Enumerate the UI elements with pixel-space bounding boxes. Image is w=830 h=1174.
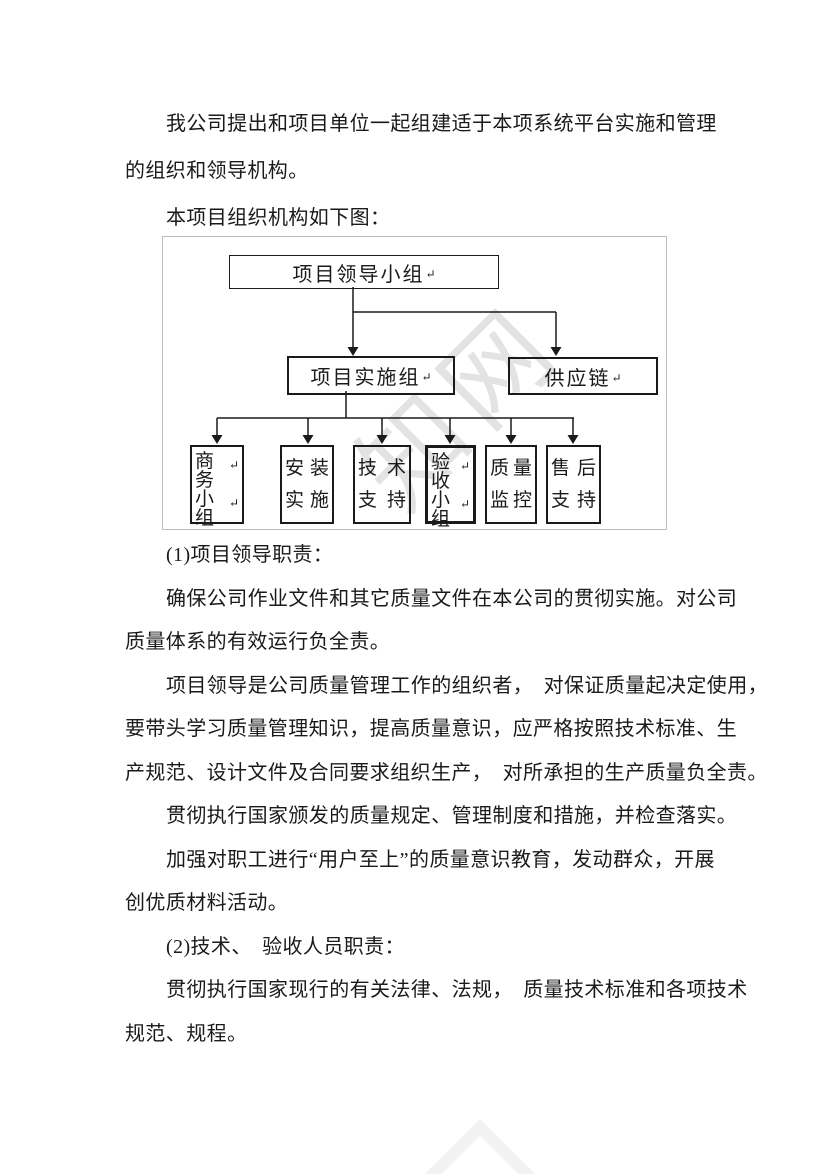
node-label: 项目领导小组 [292, 263, 425, 286]
body-text-line: 我公司提出和项目单位一起组建适于本项系统平台实施和管理 [166, 113, 717, 135]
node-label: 监 [490, 490, 510, 512]
watermark-diamond [359, 1118, 601, 1174]
body-text-line: 规范、规程。 [125, 1022, 248, 1045]
body-text-line: 要带头学习质量管理知识，提高质量意识，应严格按照技术标准、生 [125, 718, 737, 740]
return-mark-icon: ↵ [228, 458, 239, 472]
node-label: 小组 [195, 489, 215, 529]
node-label: 装 [309, 457, 329, 479]
node-label: 持 [386, 490, 406, 512]
body-text-line: 产规范、设计文件及合同要求组织生产， 对所承担的生产质量负全责。 [125, 761, 768, 784]
node-label: 支 [358, 490, 378, 512]
node-label: 售 [551, 457, 571, 479]
intro-paragraphs: 我公司提出和项目单位一起组建适于本项系统平台实施和管理的组织和领导机构。本项目组… [125, 101, 745, 242]
node-installation-implementation: 安装 实施 [280, 445, 334, 524]
node-supply-chain: 供应链↵ [508, 357, 658, 395]
body-text-line: 质量体系的有效运行负全责。 [125, 631, 391, 653]
node-label: 控 [512, 490, 532, 512]
node-label: 小组 [431, 490, 451, 530]
body-text-line: 本项目组织机构如下图： [166, 207, 391, 229]
body-text-line: 的组织和领导机构。 [125, 160, 309, 182]
body-text-line: 贯彻执行国家颁发的质量规定、管理制度和措施，并检查落实。 [166, 805, 738, 827]
node-project-leading-group: 项目领导小组↵ [229, 255, 499, 289]
node-label: 实 [285, 490, 305, 512]
return-mark-icon: ↵ [421, 370, 432, 384]
node-label: 施 [309, 490, 329, 512]
return-mark-icon: ↵ [425, 266, 436, 281]
node-label: 供应链 [544, 367, 611, 390]
org-chart: 知网 [162, 236, 667, 530]
body-text-line: 创优质材料活动。 [125, 892, 289, 914]
body-text-line: (1)项目领导职责： [166, 544, 334, 566]
return-mark-icon: ↵ [459, 497, 470, 511]
node-label: 验收 [431, 452, 451, 492]
node-after-sales-support: 售后 支持 [546, 445, 601, 524]
body-text-line: 贯彻执行国家现行的有关法律、法规， 质量技术标准和各项技术 [166, 979, 748, 1001]
node-label: 后 [576, 457, 596, 479]
node-label: 安 [285, 457, 305, 479]
body-text-line: 加强对职工进行“用户至上”的质量意识教育，发动群众，开展 [166, 848, 715, 871]
return-mark-icon: ↵ [459, 459, 470, 473]
node-label: 质 [490, 457, 510, 479]
connector-lines [211, 287, 579, 444]
node-label: 支 [551, 490, 571, 512]
node-quality-control: 质量 监控 [485, 445, 537, 524]
node-acceptance-team: 验收 ↵ 小组 ↵ [425, 445, 476, 529]
body-text-line: (2)技术、 验收人员职责： [166, 935, 405, 958]
node-label: 商务 [195, 451, 215, 491]
node-project-implementation-group: 项目实施组↵ [287, 356, 455, 395]
return-mark-icon: ↵ [611, 370, 622, 385]
node-technical-support: 技术 支持 [353, 445, 411, 524]
body-text-line: 确保公司作业文件和其它质量文件在本公司的贯彻实施。对公司 [166, 587, 738, 610]
body-text-line: 项目领导是公司质量管理工作的组织者， 对保证质量起决定使用， [166, 674, 768, 697]
duty-paragraphs: (1)项目领导职责： 确保公司作业文件和其它质量文件在本公司的贯彻实施。对公司质量… [125, 534, 768, 1056]
node-label: 术 [386, 457, 406, 479]
node-label: 技 [358, 457, 378, 479]
node-business-team: 商务 ↵ 小组 ↵ [190, 445, 244, 528]
return-mark-icon: ↵ [228, 496, 239, 510]
arrowhead-icons [211, 347, 579, 444]
node-label: 项目实施组 [310, 367, 421, 389]
node-label: 持 [576, 490, 596, 512]
node-label: 量 [512, 457, 532, 479]
